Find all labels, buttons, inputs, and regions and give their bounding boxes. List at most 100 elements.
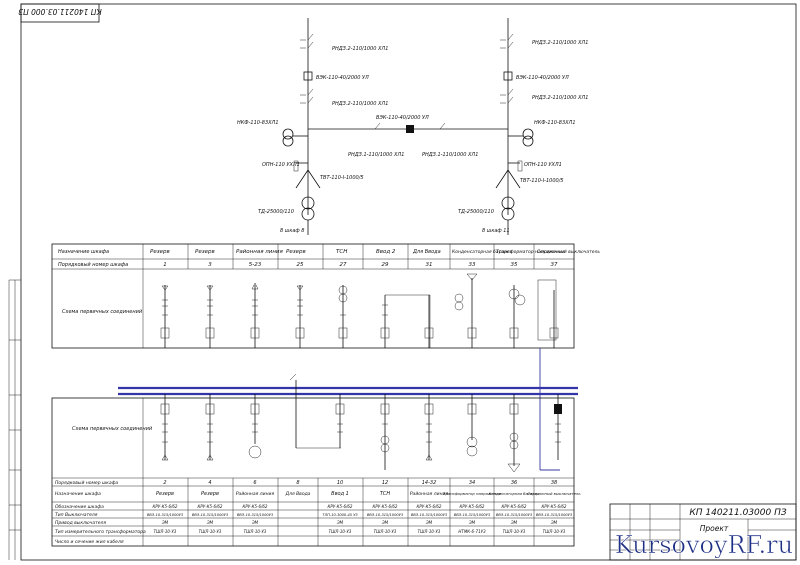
top-name-9: Секционный выключатель <box>537 249 600 255</box>
bottom-drv-1: ЭМ <box>206 520 214 525</box>
bottom-feeders <box>160 373 562 473</box>
top-row1-header: Назначение шкафа <box>58 249 109 255</box>
bottom-brk-7: ВВЭ-10-315/1000У3 <box>454 513 491 517</box>
bottom-tr-0: ТШЛ-10-У3 <box>154 529 177 534</box>
bottom-designations: КРУ-К5-6/62 КРУ-К5-6/62 КРУ-К5-6/62 КРУ-… <box>153 504 567 509</box>
bottom-drv-0: ЭМ <box>161 520 169 525</box>
bottom-des-8: КРУ-К5-6/62 <box>502 504 527 509</box>
bottom-drv-6: ЭМ <box>425 520 433 525</box>
right-label-2: РНДЗ.2-110/1000 ХЛ1 <box>532 95 588 101</box>
right-label-1: ВЭК-110-40/2000 УЛ <box>516 75 569 81</box>
left-label-3: НКФ-110-83ХЛ1 <box>237 120 279 126</box>
bottom-num-6: 14-32 <box>422 480 437 486</box>
right-label-4: ОПН-110 УХЛ1 <box>524 162 562 168</box>
bottom-brk-4: ТЛП-10-3000-45 У3 <box>322 513 358 517</box>
top-name-6: Для Ввода <box>412 249 441 255</box>
bottom-drv-7: ЭМ <box>468 520 476 525</box>
bottom-name-7: Трансформатор напряжения <box>443 491 502 496</box>
bottom-tr-1: ТШЛ-10-У3 <box>199 529 222 534</box>
top-num-4: 27 <box>340 262 347 268</box>
bottom-name-4: Ввод 1 <box>331 491 349 497</box>
bottom-rh-3: Тип Выключателя <box>55 512 98 518</box>
top-stamp-box <box>20 3 100 23</box>
top-num-6: 31 <box>426 262 433 268</box>
bottom-num-5: 12 <box>382 480 388 486</box>
bottom-tr-2: ТШЛ-10-У3 <box>244 529 267 534</box>
project-label: Проект <box>700 524 729 533</box>
left-label-0: РНДЗ.2-110/1000 ХЛ1 <box>332 46 388 52</box>
center-label-2: РНДЗ.1-110/1000 ХЛ1 <box>422 152 478 158</box>
bottom-brk-0: ВВЭ-10-315/1000У3 <box>147 513 184 517</box>
bottom-num-4: 10 <box>337 480 343 486</box>
bottom-des-2: КРУ-К5-6/62 <box>243 504 268 509</box>
bottom-drv-4: ЭМ <box>336 520 344 525</box>
title-code: КП 140211.03000 ПЗ <box>689 508 786 518</box>
bottom-breakers: ВВЭ-10-315/1000У3 ВВЭ-10-315/1000У3 ВВЭ-… <box>147 513 573 517</box>
right-label-3: НКФ-110-83ХЛ1 <box>534 120 576 126</box>
bottom-des-4: КРУ-К5-6/62 <box>328 504 353 509</box>
top-num-1: 3 <box>208 262 212 268</box>
bottom-brk-6: ВВЭ-10-315/1000У3 <box>411 513 448 517</box>
bottom-rh-4: Привод выключателя <box>55 520 106 526</box>
bottom-table <box>51 397 575 547</box>
top-num-2: 5-23 <box>249 262 262 268</box>
bottom-rh-0: Порядковый номер шкафа <box>55 480 118 486</box>
bottom-tr-7: НТМК-6-71У3 <box>458 529 486 534</box>
bottom-des-7: КРУ-К5-6/62 <box>460 504 485 509</box>
top-names: Резерв Резерв Районная линия Резерв ТСН … <box>150 249 600 255</box>
top-name-8: Трансформатор напряжения <box>496 249 565 255</box>
bottom-names: Резерв Резерв Районная линия Для Ввода В… <box>156 491 581 497</box>
bottom-rh-6: Число и сечение жил кабеля <box>55 539 124 545</box>
upper-scheme <box>282 18 534 235</box>
bottom-tr-4: ТШЛ-10-У3 <box>329 529 352 534</box>
bottom-num-9: 38 <box>551 480 557 486</box>
bottom-num-1: 4 <box>208 480 211 486</box>
left-label-7: 8 шкаф 8 <box>280 228 304 234</box>
top-name-4: ТСН <box>336 249 347 255</box>
bottom-brk-5: ВВЭ-10-315/1000У3 <box>367 513 404 517</box>
right-label-5: ТВТ-110-I-1000/5 <box>520 178 564 184</box>
top-num-5: 29 <box>382 262 389 268</box>
bottom-drv-8: ЭМ <box>510 520 518 525</box>
left-label-4: ОПН-110 УХЛ1 <box>262 162 300 168</box>
bottom-des-9: КРУ-К5-6/62 <box>542 504 567 509</box>
bottom-name-6: Районная линия <box>410 491 449 497</box>
bottom-num-3: 8 <box>296 480 299 486</box>
left-label-1: ВЭК-110-40/2000 УЛ <box>316 75 369 81</box>
bottom-num-7: 34 <box>469 480 475 486</box>
bottom-des-1: КРУ-К5-6/62 <box>198 504 223 509</box>
right-label-6: ТД-25000/110 <box>458 209 494 215</box>
bridge-breaker <box>406 125 414 133</box>
bottom-tr-8: ТШЛ-10-У3 <box>503 529 526 534</box>
bottom-drv-2: ЭМ <box>251 520 259 525</box>
top-name-0: Резерв <box>150 249 170 255</box>
bottom-tr-6: ТШЛ-10-У3 <box>418 529 441 534</box>
bottom-name-2: Районная линия <box>236 491 275 497</box>
top-num-7: 33 <box>469 262 476 268</box>
bottom-numbers: 2 4 6 8 10 12 14-32 34 36 38 <box>163 480 557 486</box>
top-name-1: Резерв <box>195 249 215 255</box>
bottom-tr-5: ТШЛ-10-У3 <box>374 529 397 534</box>
bottom-brk-9: ВВЭ-10-315/1000У3 <box>536 513 573 517</box>
bottom-drv-5: ЭМ <box>381 520 389 525</box>
bottom-num-0: 2 <box>163 480 166 486</box>
left-label-2: РНДЗ.2-110/1000 ХЛ1 <box>332 101 388 107</box>
top-name-3: Резерв <box>286 249 306 255</box>
top-num-0: 1 <box>163 262 167 268</box>
top-num-8: 35 <box>511 262 518 268</box>
bottom-des-5: КРУ-К5-6/62 <box>373 504 398 509</box>
top-num-3: 25 <box>297 262 304 268</box>
right-label-7: 8 шкаф 11 <box>482 228 510 234</box>
bottom-brk-2: ВВЭ-10-315/1000У3 <box>237 513 274 517</box>
bottom-rh-2: Обозначение шкафа <box>55 504 104 510</box>
top-name-2: Районная линия <box>236 249 284 255</box>
watermark-text: KursovoyRF.ru <box>615 531 793 559</box>
bottom-name-5: ТСН <box>380 491 391 497</box>
top-numbers: 1 3 5-23 25 27 29 31 33 35 37 <box>163 262 558 268</box>
bottom-row-headers: Порядковый номер шкафа Назначение шкафа … <box>55 480 146 545</box>
bottom-num-2: 6 <box>253 480 256 486</box>
bottom-rh-5: Тип измерительного трансформатора <box>55 529 146 535</box>
top-stamp-code: КП 140211.03.000 ПЗ <box>18 7 102 16</box>
bottom-scheme-header: Схема первичных соединений <box>72 426 153 432</box>
top-name-5: Ввод 2 <box>376 249 396 255</box>
